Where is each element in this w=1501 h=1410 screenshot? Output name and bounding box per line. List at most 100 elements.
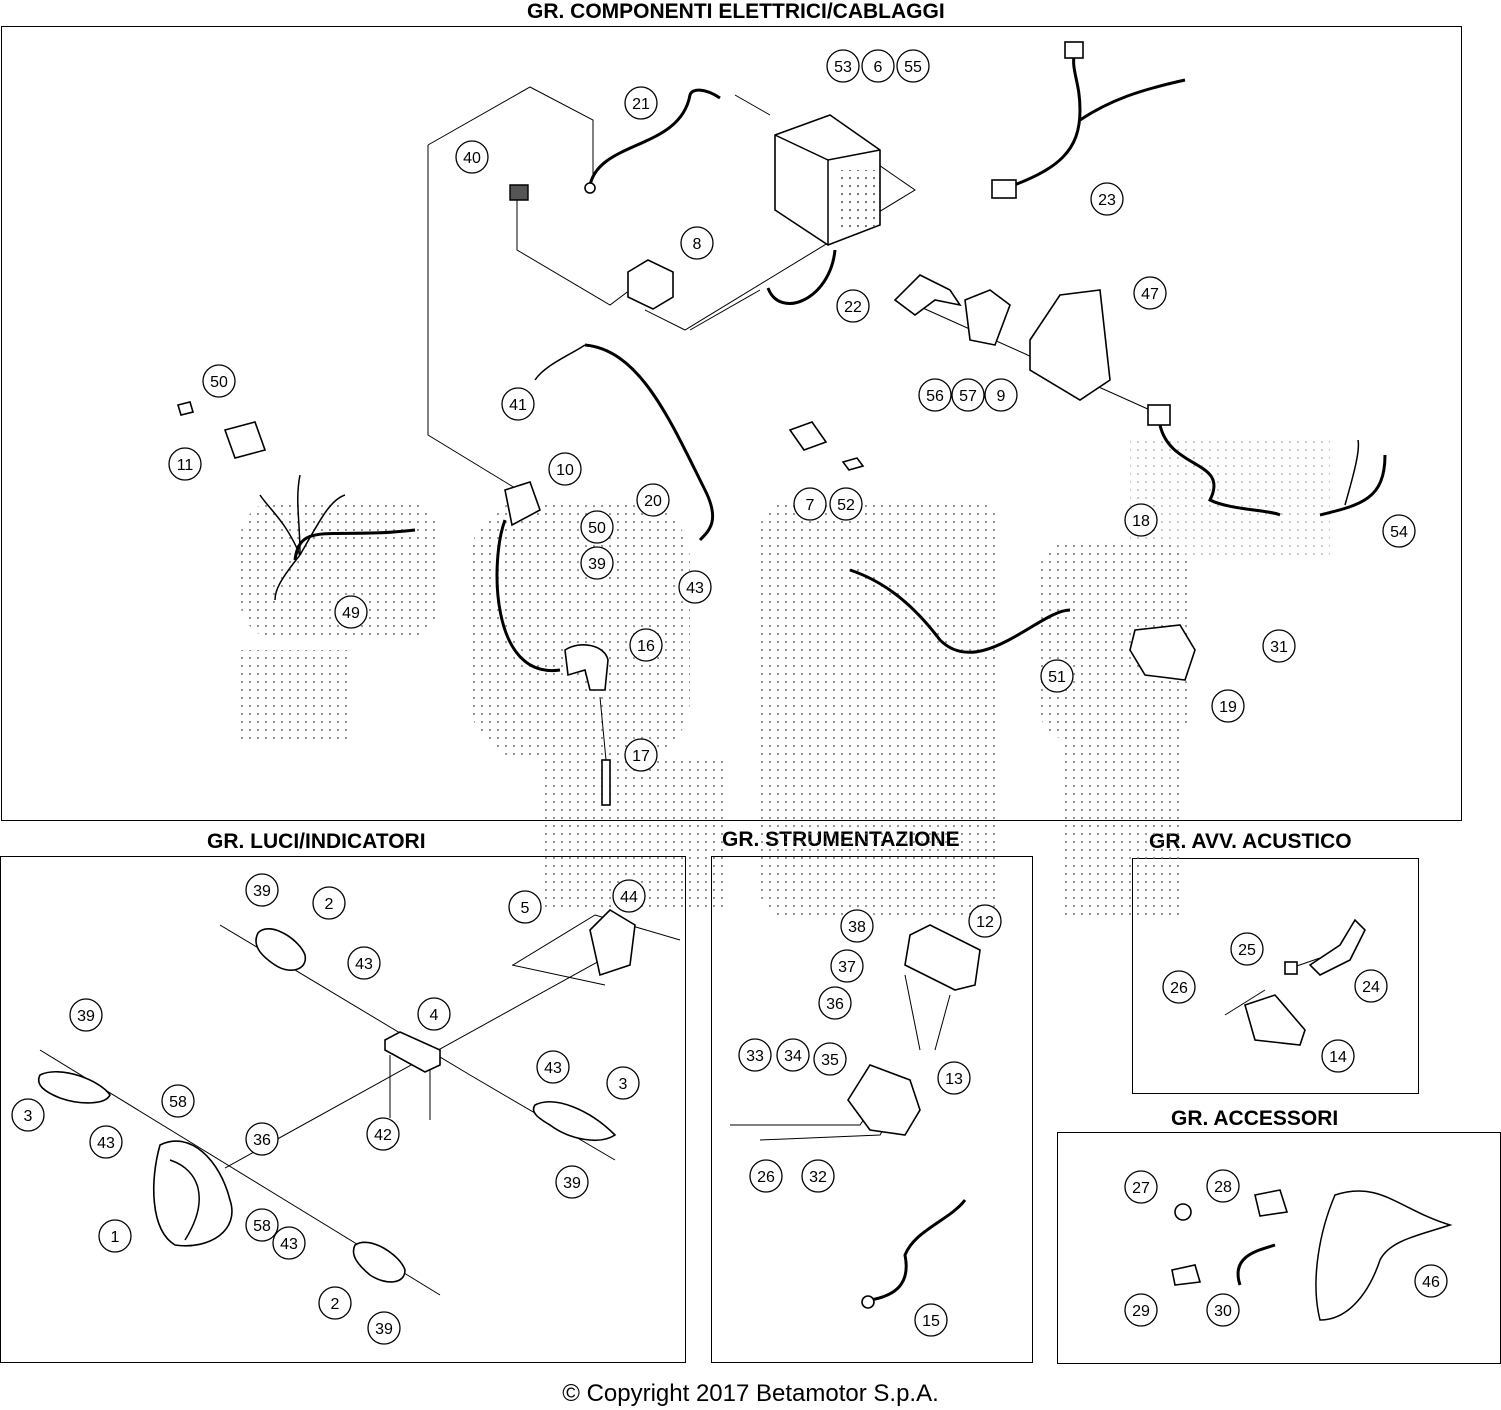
callout-36: 36 <box>245 1122 279 1156</box>
voltage-regulator <box>176 401 267 459</box>
spark-plug <box>601 759 611 806</box>
clip-28 <box>1254 1189 1289 1217</box>
svg-text:22: 22 <box>844 299 862 316</box>
callout-9: 9 <box>984 378 1018 412</box>
svg-text:14: 14 <box>1329 1049 1347 1066</box>
instrument-bracket <box>847 1064 921 1136</box>
clip-27 <box>1174 1203 1192 1221</box>
svg-text:56: 56 <box>926 388 944 405</box>
wiring-harness-54 <box>1319 439 1387 517</box>
callout-4: 4 <box>417 997 451 1031</box>
callout-2: 2 <box>318 1286 352 1320</box>
svg-text:53: 53 <box>834 59 852 76</box>
svg-text:33: 33 <box>746 1048 764 1065</box>
clip-29 <box>1171 1264 1202 1286</box>
svg-text:24: 24 <box>1362 979 1380 996</box>
callout-58: 58 <box>245 1208 279 1242</box>
section-title-acustico: GR. AVV. ACUSTICO <box>1149 830 1352 853</box>
svg-text:39: 39 <box>563 1175 581 1192</box>
callout-13: 13 <box>937 1061 971 1095</box>
callout-35: 35 <box>813 1042 847 1076</box>
callout-6: 6 <box>861 49 895 83</box>
svg-text:20: 20 <box>644 493 662 510</box>
svg-text:50: 50 <box>210 374 228 391</box>
svg-text:9: 9 <box>997 388 1006 405</box>
wiring-harness-23 <box>991 41 1186 199</box>
svg-text:29: 29 <box>1132 1303 1150 1320</box>
svg-text:3: 3 <box>24 1108 33 1125</box>
callout-37: 37 <box>830 949 864 983</box>
callout-52: 52 <box>829 487 863 521</box>
callout-15: 15 <box>914 1303 948 1337</box>
callout-40: 40 <box>455 140 489 174</box>
svg-text:34: 34 <box>784 1048 802 1065</box>
svg-text:4: 4 <box>430 1007 439 1024</box>
callout-58: 58 <box>161 1084 195 1118</box>
section-frame-luci <box>0 856 686 1363</box>
callout-18: 18 <box>1124 503 1158 537</box>
callout-39: 39 <box>367 1311 401 1345</box>
battery-cable-positive <box>584 88 721 194</box>
callout-14: 14 <box>1321 1039 1355 1073</box>
callout-3: 3 <box>11 1098 45 1132</box>
callout-20: 20 <box>636 483 670 517</box>
svg-text:38: 38 <box>848 919 866 936</box>
svg-text:44: 44 <box>620 889 638 906</box>
svg-text:18: 18 <box>1132 513 1150 530</box>
cable-tie-30 <box>1236 1243 1276 1286</box>
relay-7 <box>788 421 828 451</box>
callout-29: 29 <box>1124 1293 1158 1327</box>
headlight <box>152 1140 233 1247</box>
main-wiring-harness-49 <box>259 474 416 601</box>
callout-24: 24 <box>1354 969 1388 1003</box>
horn-bracket <box>1308 918 1366 976</box>
callout-39: 39 <box>580 546 614 580</box>
svg-text:6: 6 <box>874 59 883 76</box>
svg-text:19: 19 <box>1219 699 1237 716</box>
svg-text:41: 41 <box>509 397 527 414</box>
callout-26: 26 <box>1162 970 1196 1004</box>
svg-text:58: 58 <box>169 1094 187 1111</box>
turn-signal-3-left <box>38 1071 111 1104</box>
svg-text:51: 51 <box>1048 669 1066 686</box>
svg-text:11: 11 <box>177 457 194 474</box>
svg-text:3: 3 <box>619 1076 628 1093</box>
bracket-4 <box>384 1031 441 1073</box>
svg-text:58: 58 <box>253 1218 271 1235</box>
svg-text:39: 39 <box>588 556 606 573</box>
callout-43: 43 <box>678 570 712 604</box>
callout-27: 27 <box>1124 1170 1158 1204</box>
callout-2: 2 <box>312 886 346 920</box>
callout-1: 1 <box>98 1219 132 1253</box>
svg-text:26: 26 <box>757 1169 775 1186</box>
horn <box>1244 994 1306 1046</box>
svg-text:13: 13 <box>945 1071 963 1088</box>
section-title-accessori: GR. ACCESSORI <box>1171 1107 1339 1130</box>
svg-text:10: 10 <box>556 462 574 479</box>
callout-44: 44 <box>612 879 646 913</box>
svg-text:39: 39 <box>77 1008 95 1025</box>
section-frame-elettrici <box>1 26 1462 821</box>
callout-49: 49 <box>334 595 368 629</box>
svg-text:49: 49 <box>342 605 360 622</box>
callout-12: 12 <box>968 904 1002 938</box>
callout-5: 5 <box>508 890 542 924</box>
svg-text:32: 32 <box>809 1169 827 1186</box>
callout-50: 50 <box>202 364 236 398</box>
svg-text:28: 28 <box>1214 1179 1232 1196</box>
callout-39: 39 <box>245 873 279 907</box>
svg-text:57: 57 <box>959 388 977 405</box>
callout-43: 43 <box>347 946 381 980</box>
callout-54: 54 <box>1382 514 1416 548</box>
section-frame-acustico <box>1132 858 1419 1094</box>
svg-text:42: 42 <box>374 1127 392 1144</box>
turn-signal-2-bottom <box>352 1241 406 1283</box>
callout-33: 33 <box>738 1038 772 1072</box>
svg-text:52: 52 <box>837 497 855 514</box>
svg-text:16: 16 <box>637 638 655 655</box>
callout-22: 22 <box>836 289 870 323</box>
speedo-sensor <box>861 1199 967 1309</box>
svg-text:21: 21 <box>632 96 650 113</box>
